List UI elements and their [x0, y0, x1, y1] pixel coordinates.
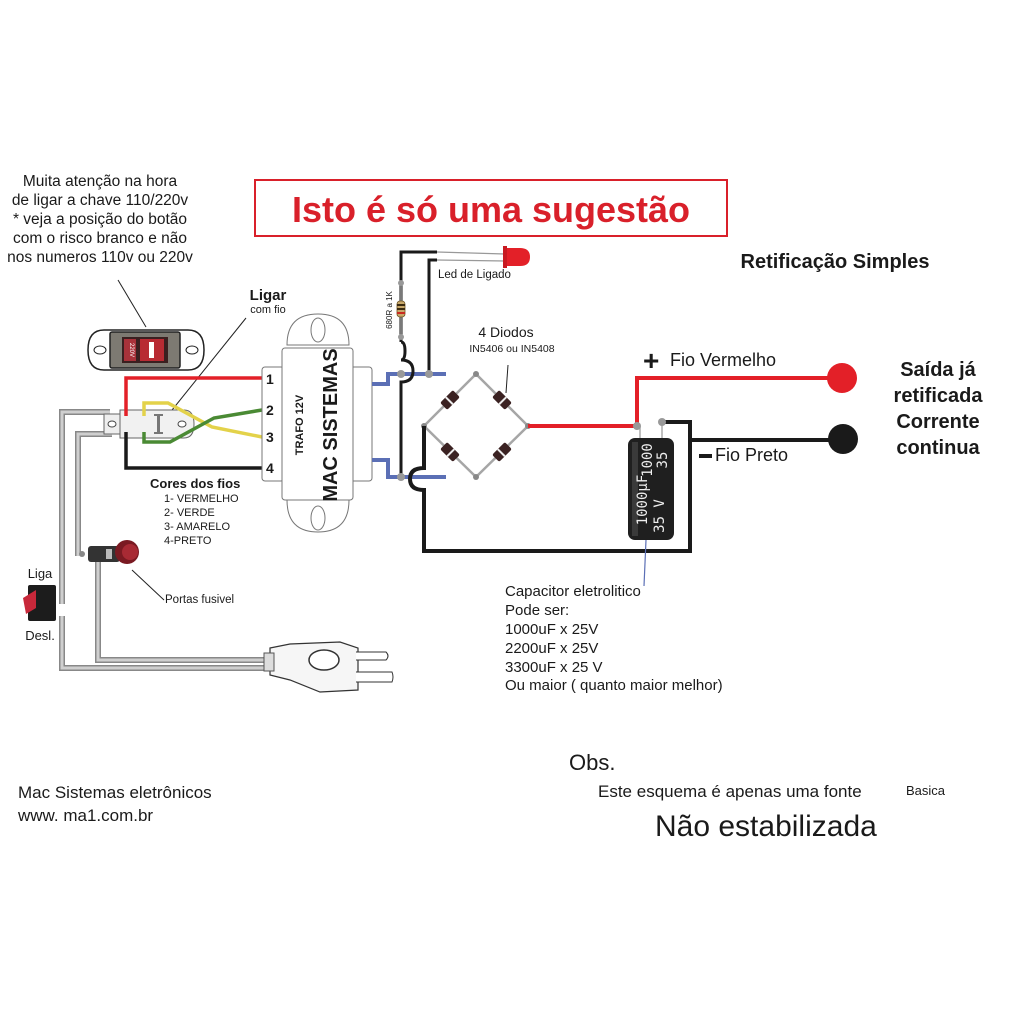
capacitor-mark: 35 V: [652, 499, 668, 533]
wire-color-item: 1- VERMELHO: [164, 493, 239, 505]
led-leads: [436, 251, 506, 262]
subtitle: Retificação Simples: [741, 251, 930, 273]
capacitor-note-line: Pode ser:: [505, 602, 569, 619]
transformer-brand: MAC SISTEMAS: [320, 348, 342, 501]
diodes-parts: IN5406 ou IN5408: [469, 343, 554, 355]
warning-line: nos numeros 110v ou 220v: [7, 249, 193, 266]
negative-terminal[interactable]: [828, 424, 858, 454]
resistor-label: 680R a 1K: [385, 290, 394, 328]
wire-color-item: 4-PRETO: [164, 535, 212, 547]
pin-label: 3: [266, 429, 274, 445]
obs-title: Obs.: [569, 750, 615, 775]
output-note-line: Saída já: [900, 359, 976, 381]
title-box: [254, 179, 728, 237]
led-label: Led de Ligado: [438, 269, 511, 281]
output-note-line: retificada: [894, 385, 984, 407]
obs-small: Basica: [906, 783, 946, 798]
wire-colors-legend: Cores dos fios 1- VERMELHO 2- VERDE 3- A…: [150, 476, 240, 547]
junction: [425, 370, 433, 378]
mains-wires: [59, 409, 268, 671]
wire-colors-title: Cores dos fios: [150, 476, 240, 491]
diode-pointer: [505, 364, 509, 394]
warning-note: Muita atenção na hora de ligar a chave 1…: [7, 173, 193, 266]
website-link[interactable]: www. ma1.com.br: [17, 806, 153, 825]
pin-label: 2: [266, 402, 274, 418]
diode-bridge: [421, 371, 531, 480]
positive-sign: +: [643, 345, 659, 376]
switch-connector: [103, 409, 195, 439]
warning-pointer: [117, 279, 147, 328]
capacitor-note-line: Capacitor eletrolitico: [505, 583, 641, 600]
obs-text: Este esquema é apenas uma fonte: [598, 782, 862, 801]
warning-line: com o risco branco e não: [13, 230, 187, 247]
capacitor-note: Capacitor eletrolitico Pode ser: 1000uF …: [505, 583, 723, 694]
warning-line: Muita atenção na hora: [23, 173, 178, 190]
ligar-sub-label: com fio: [250, 304, 285, 316]
warning-line: * veja a posição do botão: [13, 211, 187, 228]
negative-label: Fio Preto: [715, 445, 788, 465]
pin-label: 4: [266, 460, 274, 476]
power-on-label: Liga: [28, 566, 53, 581]
output-note-line: continua: [896, 437, 980, 459]
page-title: Isto é só uma sugestão: [292, 189, 690, 230]
secondary-wires: [372, 372, 446, 479]
transformer-model: TRAFO 12V: [294, 394, 306, 455]
transformer-pins: 1 2 3 4: [266, 371, 274, 476]
capacitor-mark: 35: [655, 452, 671, 469]
capacitor-markings: 1000μF 35 V 1000 35: [635, 443, 671, 533]
transformer: TRAFO 12V MAC SISTEMAS: [261, 313, 373, 533]
junction: [397, 473, 405, 481]
resistor: [396, 280, 406, 340]
negative-sign-icon: [699, 454, 712, 458]
mains-plug: [263, 641, 394, 693]
voltage-switch-label: 220V: [128, 343, 134, 357]
fuse-label: Portas fusivel: [165, 594, 234, 606]
capacitor: [628, 418, 674, 587]
capacitor-note-line: Ou maior ( quanto maior melhor): [505, 677, 723, 694]
company-name: Mac Sistemas eletrônicos: [18, 783, 212, 802]
capacitor-mark: 1000: [640, 443, 656, 477]
output-note-line: Corrente: [896, 411, 979, 433]
capacitor-mark: 1000μF: [635, 475, 651, 526]
capacitor-note-line: 1000uF x 25V: [505, 621, 598, 638]
fuse-pointer: [131, 569, 165, 601]
positive-terminal[interactable]: [827, 363, 857, 393]
power-rocker-switch[interactable]: [23, 585, 56, 621]
capacitor-note-line: 2200uF x 25V: [505, 640, 598, 657]
warning-line: de ligar a chave 110/220v: [12, 192, 189, 209]
pin-label: 1: [266, 371, 274, 387]
wire-color-item: 3- AMARELO: [164, 521, 230, 533]
obs-big: Não estabilizada: [655, 810, 877, 843]
wire-color-item: 2- VERDE: [164, 507, 215, 519]
power-off-label: Desl.: [25, 628, 55, 643]
output-note: Saída já retificada Corrente continua: [894, 359, 984, 459]
positive-label: Fio Vermelho: [670, 350, 776, 370]
positive-wire: [528, 376, 842, 428]
fuse-holder: [79, 540, 139, 564]
voltage-selector-switch[interactable]: 220V: [87, 329, 205, 371]
led-branch: [399, 250, 437, 477]
capacitor-note-line: 3300uF x 25 V: [505, 659, 603, 676]
primary-wires: [124, 376, 263, 470]
junction: [397, 370, 405, 378]
diodes-title: 4 Diodos: [478, 324, 533, 340]
negative-loop: [407, 420, 692, 553]
ligar-label: Ligar: [250, 287, 287, 304]
led: [503, 246, 530, 268]
